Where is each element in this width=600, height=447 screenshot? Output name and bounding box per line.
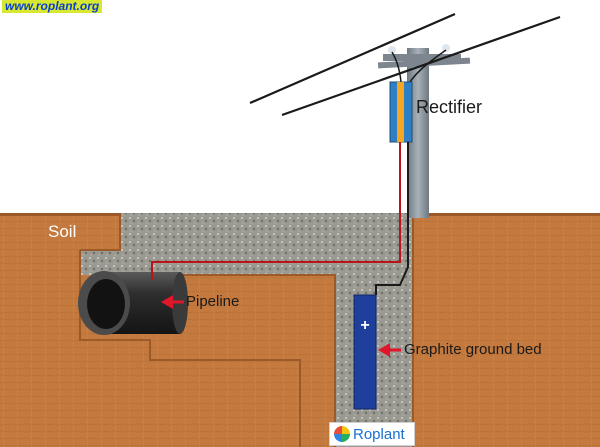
pipeline-label: Pipeline — [186, 293, 240, 310]
pipeline — [78, 271, 188, 335]
ground-bed-arrow — [378, 343, 401, 357]
roplant-logo-icon — [334, 426, 350, 442]
negative-wire — [375, 142, 409, 295]
trench-walls — [79, 213, 414, 447]
soil-label: Soil — [48, 222, 77, 241]
logo-text: Roplant — [353, 425, 405, 443]
ground-bed-plus-sign: + — [360, 317, 369, 334]
power-lines — [249, 12, 561, 117]
rectifier-box — [389, 81, 413, 143]
positive-wire — [151, 142, 401, 280]
backfill-gravel — [80, 213, 413, 447]
ground-bed-label: Graphite ground bed — [404, 341, 542, 358]
pipeline-arrow — [161, 295, 184, 309]
rectifier-label: Rectifier — [416, 97, 483, 117]
watermark-url: www.roplant.org — [2, 0, 103, 13]
roplant-logo: Roplant — [329, 422, 415, 446]
graphite-ground-bed: + — [353, 294, 377, 410]
